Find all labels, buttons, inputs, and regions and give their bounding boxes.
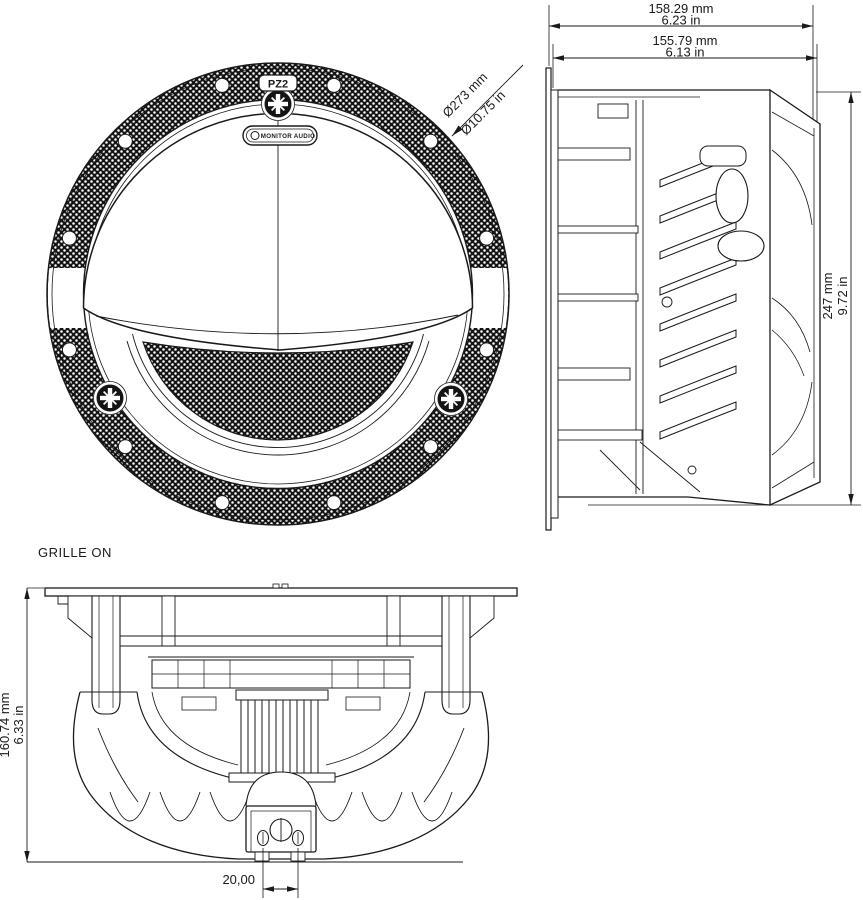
dim-unit-height: 247 mm 9.72 in bbox=[820, 92, 854, 505]
dim-recess-depth-mm: 155.79 mm bbox=[652, 33, 717, 48]
dim-grille-height-in: 6.33 in bbox=[11, 705, 26, 744]
dog-clamp bbox=[441, 595, 471, 715]
front-view: PZ2 MONITOR AUDIO Ø273 mm Ø10.75 in GRIL… bbox=[38, 62, 524, 560]
ceiling-flange bbox=[44, 587, 518, 597]
dim-terminal-pitch-value: 20,00 bbox=[222, 872, 255, 887]
dim-overall-diameter: Ø273 mm Ø10.75 in bbox=[439, 64, 524, 138]
fixing-screw-icon bbox=[434, 382, 468, 416]
dog-clamp bbox=[91, 595, 121, 715]
terminal-block bbox=[245, 771, 317, 862]
dim-recess-depth: 155.79 mm 6.13 in bbox=[553, 33, 817, 61]
fixing-screw-icon bbox=[261, 87, 295, 121]
dim-grille-height-mm: 160.74 mm bbox=[0, 692, 12, 757]
dim-unit-height-mm: 247 mm bbox=[820, 273, 835, 320]
brand-badge-label: MONITOR AUDIO bbox=[261, 133, 315, 140]
magnet-heatsink-fins bbox=[228, 689, 336, 783]
view-caption: GRILLE ON bbox=[38, 545, 112, 560]
dim-grille-height: 160.74 mm 6.33 in bbox=[0, 587, 463, 863]
bottom-view-body bbox=[44, 583, 518, 862]
fixing-screw-icon bbox=[93, 381, 127, 415]
dim-overall-depth-mm: 158.29 mm bbox=[648, 1, 713, 16]
pz2-label: PZ2 bbox=[268, 79, 288, 91]
grille-fixing-holes bbox=[61, 77, 495, 511]
side-section-view: 158.29 mm 6.23 in 155.79 mm 6.13 in 247 … bbox=[545, 1, 861, 531]
side-section-body bbox=[545, 67, 821, 531]
woofer-grille-area bbox=[142, 341, 414, 441]
grille-on-side-view: 160.74 mm 6.33 in bbox=[0, 583, 518, 898]
brand-badge: MONITOR AUDIO bbox=[242, 125, 318, 146]
dim-overall-depth-in: 6.23 in bbox=[661, 13, 700, 28]
dim-overall-depth: 158.29 mm 6.23 in bbox=[549, 1, 813, 29]
screwdriver-note: PZ2 bbox=[258, 74, 298, 92]
dim-unit-height-in: 9.72 in bbox=[835, 276, 850, 315]
dim-recess-depth-in: 6.13 in bbox=[665, 45, 704, 60]
dim-terminal-pitch: 20,00 bbox=[222, 848, 299, 898]
brand-logo-icon bbox=[250, 131, 260, 140]
rear-enclosure bbox=[72, 691, 490, 860]
